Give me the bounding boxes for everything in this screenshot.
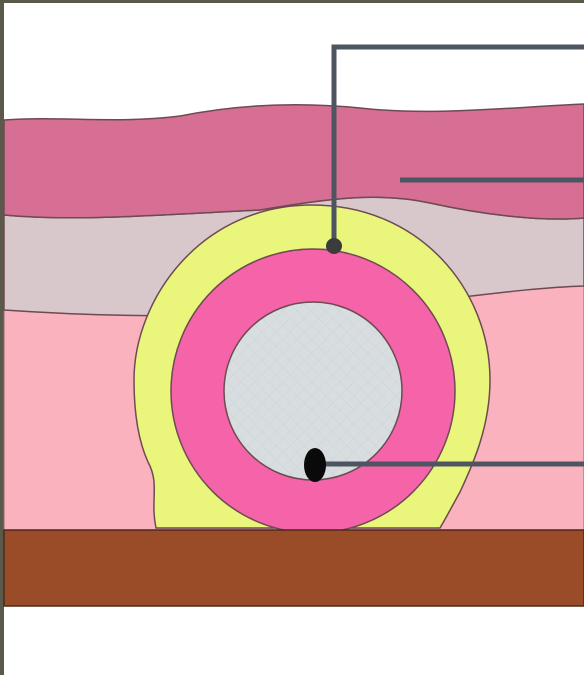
leader-dot-outer-ring bbox=[326, 238, 342, 254]
frame-edge-top bbox=[0, 0, 584, 3]
base-layer bbox=[4, 530, 584, 606]
marker-core bbox=[304, 448, 326, 482]
upper-layer bbox=[4, 104, 584, 219]
